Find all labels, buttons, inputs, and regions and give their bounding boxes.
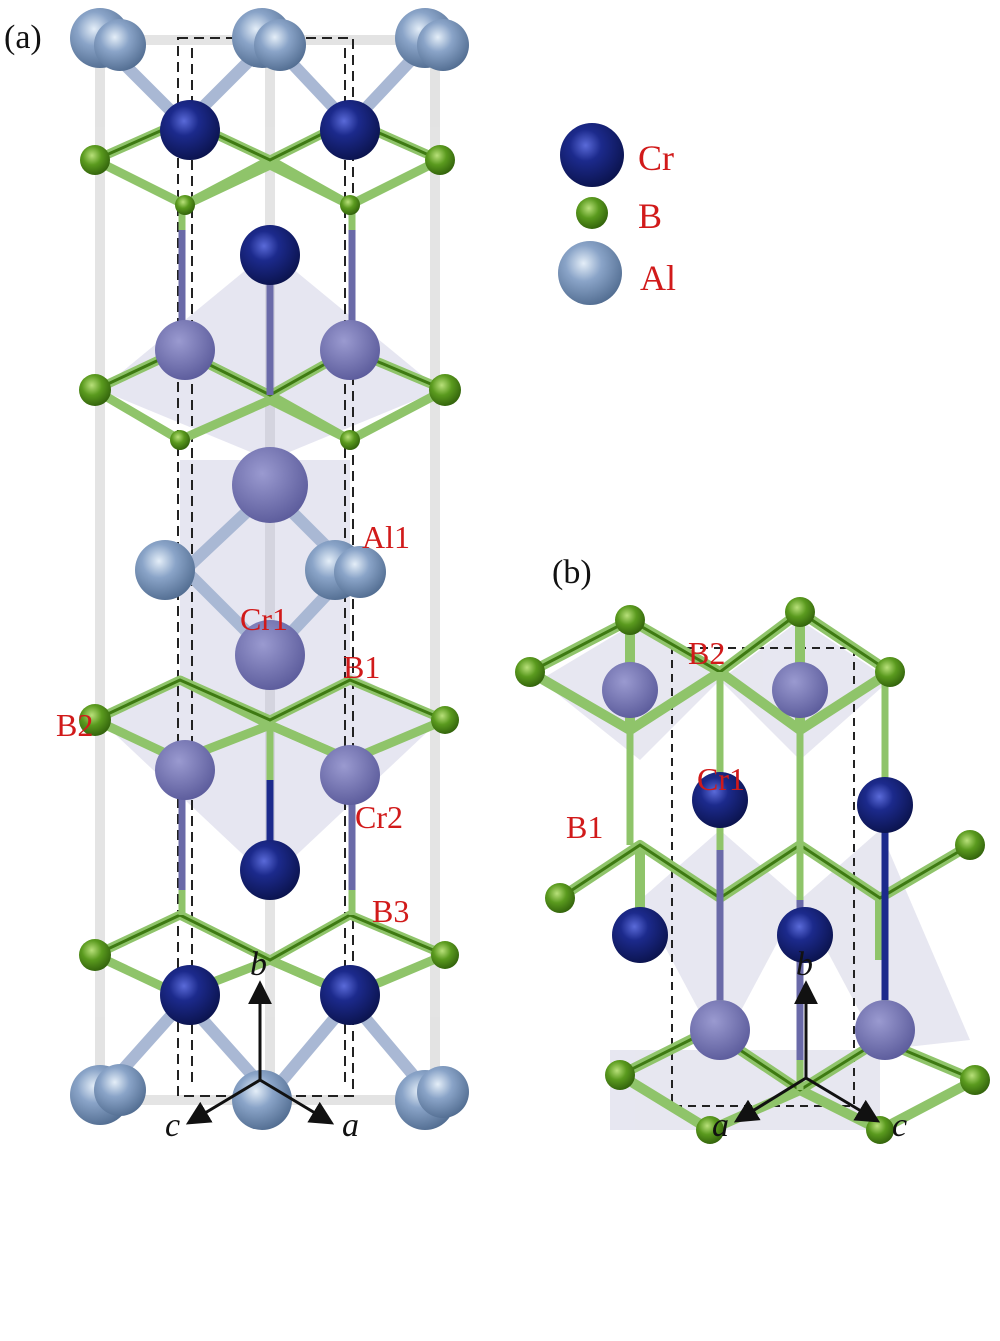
panel-b-cr-atoms-faded — [602, 662, 915, 1060]
legend-al-label: Al — [640, 258, 676, 298]
label-a-b3: B3 — [372, 893, 409, 929]
panel-a-al-atoms — [70, 8, 469, 1130]
panel-b-cr-atoms — [612, 772, 913, 963]
panel-a-boron-atoms — [79, 145, 461, 1005]
panel-a-cr-atoms — [160, 100, 380, 1025]
axis-b-c-label: c — [892, 1107, 907, 1144]
panel-b-axes — [733, 980, 881, 1123]
legend: Cr B Al — [558, 123, 676, 305]
legend-b-swatch — [576, 197, 608, 229]
label-a-cr1: Cr1 — [240, 601, 288, 637]
label-a-al1: Al1 — [362, 519, 410, 555]
panel-b-label: (b) — [552, 554, 592, 591]
legend-item-al: Al — [558, 241, 676, 305]
legend-cr-label: Cr — [638, 138, 674, 178]
label-b-cr1: Cr1 — [697, 761, 745, 797]
legend-item-b: B — [576, 196, 662, 236]
legend-item-cr: Cr — [560, 123, 674, 187]
panel-b-boron-atoms — [515, 597, 990, 1144]
axis-b-a-label: a — [712, 1107, 729, 1144]
panel-a-cr-atoms-faded — [155, 320, 380, 805]
axis-a-c-label: c — [165, 1107, 180, 1144]
panel-b: B2 Cr1 B1 (b) b a c — [515, 554, 990, 1144]
axis-a-b-label: b — [250, 946, 267, 983]
label-a-cr2: Cr2 — [355, 799, 403, 835]
panel-a-label: (a) — [4, 19, 42, 56]
label-a-b1: B1 — [343, 649, 380, 685]
legend-al-swatch — [558, 241, 622, 305]
axis-a-a-label: a — [342, 1107, 359, 1144]
legend-cr-swatch — [560, 123, 624, 187]
axis-b-b-label: b — [796, 946, 813, 983]
panel-a: Al1 Cr1 B1 B2 Cr2 B3 (a) b c a — [4, 8, 469, 1144]
label-a-b2: B2 — [56, 707, 93, 743]
label-b-b1: B1 — [566, 809, 603, 845]
label-b-b2: B2 — [688, 635, 725, 671]
panel-a-axes — [185, 980, 335, 1125]
legend-b-label: B — [638, 196, 662, 236]
